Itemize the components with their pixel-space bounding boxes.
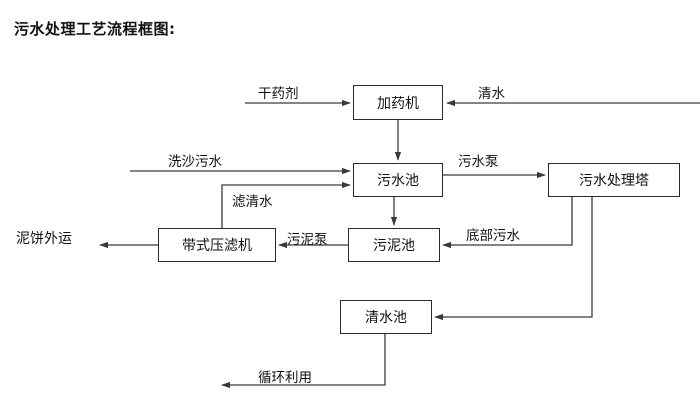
edge-label-filtered-clear-water: 滤清水	[232, 194, 273, 210]
edge-label-sand-wash-wastewater: 洗沙污水	[168, 154, 222, 170]
edge-label-recycle-reuse: 循环利用	[258, 370, 312, 386]
edge-label-dry-chemical: 干药剂	[258, 86, 299, 102]
node-dosing-machine[interactable]: 加药机	[353, 85, 443, 120]
node-treatment-tower[interactable]: 污水处理塔	[548, 163, 680, 197]
node-clear-water-pool[interactable]: 清水池	[340, 300, 432, 334]
node-wastewater-pool[interactable]: 污水池	[353, 163, 443, 197]
edge-label-sludge-pump: 污泥泵	[287, 232, 328, 248]
edge-label-bottom-wastewater: 底部污水	[466, 228, 520, 244]
terminal-label-mud-cake-out: 泥饼外运	[16, 231, 72, 247]
edge-tower-to-clear-water-pool	[434, 197, 593, 321]
node-label: 污水池	[377, 173, 419, 189]
edge-bottom-wastewater-to-sludge-pool	[442, 197, 573, 249]
node-sludge-pool[interactable]: 污泥池	[348, 228, 440, 262]
edge-label-wastewater-pump: 污水泵	[458, 154, 499, 170]
edge-label-clean-water: 清水	[478, 86, 505, 102]
node-label: 污泥池	[373, 238, 415, 254]
node-belt-filter-press[interactable]: 带式压滤机	[158, 228, 276, 262]
node-label: 带式压滤机	[182, 238, 252, 254]
node-label: 清水池	[365, 310, 407, 326]
node-label: 加药机	[377, 95, 419, 112]
page-title: 污水处理工艺流程框图:	[14, 20, 176, 38]
edge-clear-water-to-recycle	[221, 334, 386, 389]
node-label: 污水处理塔	[579, 173, 649, 189]
edge-filtered-water-to-wastewater-pool	[221, 181, 351, 228]
